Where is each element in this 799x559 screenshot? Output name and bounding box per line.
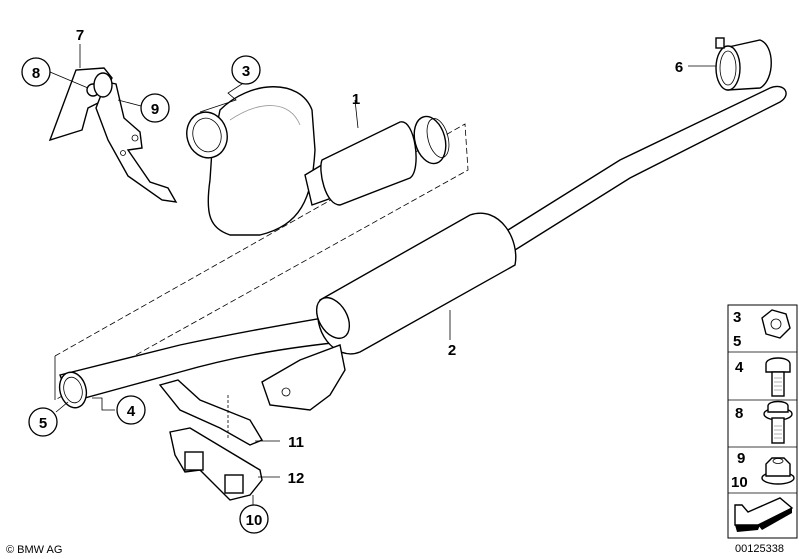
hardware-legend: 3 5 4 8 9 10: [727, 304, 798, 555]
svg-text:6: 6: [675, 59, 683, 76]
svg-text:7: 7: [76, 27, 84, 44]
flange-nut-icon: [761, 457, 795, 485]
svg-text:3: 3: [242, 63, 250, 80]
callout-4: 4: [116, 395, 146, 425]
callout-7: 7: [76, 27, 84, 44]
legend-row-flange-bolt: 4: [735, 357, 791, 397]
rubber-mount-bracket[interactable]: [158, 379, 264, 501]
callout-12: 12: [288, 470, 305, 487]
svg-text:9: 9: [151, 101, 159, 118]
copyright: © BMW AG: [6, 544, 62, 556]
svg-text:4: 4: [127, 403, 136, 420]
diagram-number: 00125338: [735, 543, 784, 555]
callout-3: 3: [231, 55, 261, 85]
callout-6: 6: [675, 59, 683, 76]
legend-row-hex-nut: 3 5: [733, 309, 791, 350]
callout-10: 10: [239, 504, 269, 534]
callout-2: 2: [448, 342, 456, 359]
bolt-with-washer-icon: [763, 400, 793, 444]
svg-text:8: 8: [735, 405, 743, 422]
hex-nut-icon: [761, 309, 791, 339]
callout-8: 8: [21, 57, 51, 87]
assembly-guide-lines: [54, 123, 469, 401]
svg-text:5: 5: [39, 415, 47, 432]
svg-text:3: 3: [733, 309, 741, 326]
direction-arrow-icon: [734, 497, 794, 532]
catalytic-converter[interactable]: [182, 86, 453, 236]
svg-text:5: 5: [733, 333, 741, 350]
svg-text:12: 12: [288, 470, 305, 487]
callout-9: 9: [140, 93, 170, 123]
svg-text:11: 11: [288, 434, 304, 451]
callout-11: 11: [288, 434, 304, 451]
svg-text:9: 9: [737, 450, 745, 467]
flange-bolt-icon: [765, 357, 791, 397]
exhaust-bracket[interactable]: [48, 67, 178, 203]
legend-row-flange-nut: 9 10: [731, 450, 795, 491]
legend-row-bolt-washer: 8: [735, 400, 793, 444]
svg-text:4: 4: [735, 359, 744, 376]
svg-text:10: 10: [246, 512, 263, 529]
svg-text:2: 2: [448, 342, 456, 359]
pipe-clamp[interactable]: [715, 37, 772, 91]
svg-text:8: 8: [32, 65, 40, 82]
leader-lines: [49, 44, 716, 505]
callout-5: 5: [28, 407, 58, 437]
callout-1: 1: [352, 91, 360, 108]
rear-silencer-pipe[interactable]: [56, 85, 787, 411]
svg-text:1: 1: [352, 91, 360, 108]
svg-text:10: 10: [731, 474, 748, 491]
